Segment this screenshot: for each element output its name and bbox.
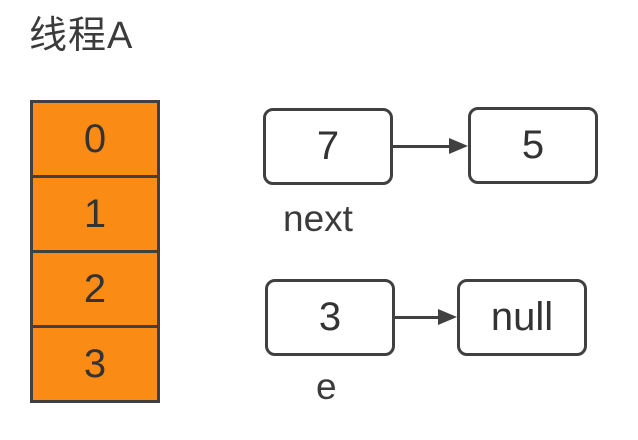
node-next-target: 5 [468,107,598,184]
field-label-next: next [283,198,353,239]
pointer-arrow-next [393,138,468,155]
node-e-target: null [457,279,587,356]
field-label-e: e [316,366,337,407]
arrow-head-icon [449,138,468,154]
array-cell-3: 3 [33,328,157,400]
array-cell-1: 1 [33,178,157,253]
pointer-arrow-e [393,309,457,326]
node-next-value: 7 [263,108,393,185]
arrow-line [393,316,440,319]
array-cell-2: 2 [33,253,157,328]
arrow-head-icon [438,309,457,325]
array-cell-0: 0 [33,103,157,178]
arrow-line [393,145,451,148]
array: 0 1 2 3 [30,100,160,403]
node-e-value: 3 [265,279,395,356]
thread-title: 线程A [29,15,134,57]
